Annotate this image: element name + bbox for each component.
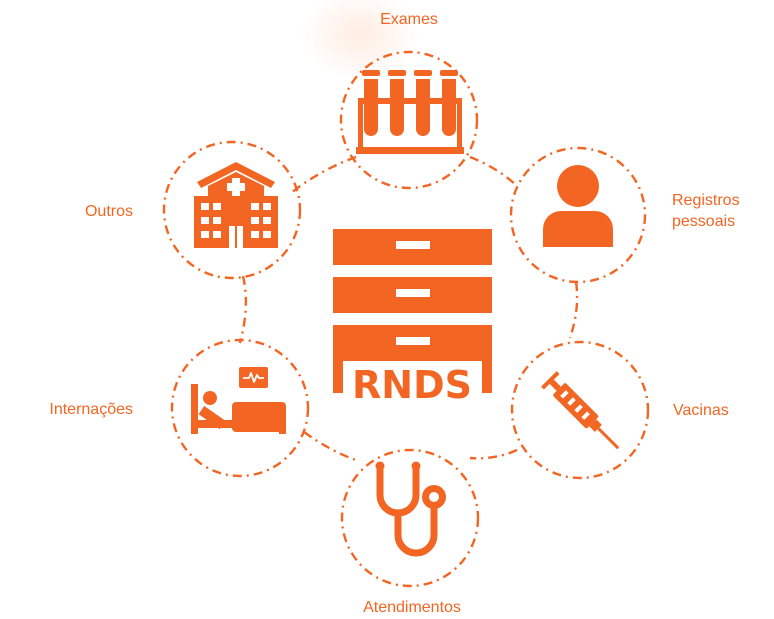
hospital-bed-icon [191, 367, 286, 434]
node-label-internacoes: Internações [49, 401, 133, 418]
node-ring-internacoes [170, 338, 310, 478]
person-icon [543, 165, 613, 247]
background-glow [300, 0, 420, 80]
stethoscope-icon [375, 461, 446, 557]
node-label-exames: Exames [380, 11, 438, 28]
node-ring-registros [509, 146, 647, 284]
link-outros-exames [290, 155, 357, 194]
link-outros-internacoes [238, 275, 248, 344]
node-label-registros-line2: pessoais [672, 213, 736, 230]
node-label-atendimentos: Atendimentos [363, 599, 461, 616]
node-label-registros-line1: Registros [672, 192, 740, 209]
link-vacinas-atendimentos [469, 448, 518, 460]
hospital-building-icon [194, 162, 278, 248]
link-internacoes-atendimentos [303, 431, 357, 462]
link-exames-registros [469, 155, 518, 187]
filing-cabinet-icon [333, 229, 492, 393]
node-label-vacinas: Vacinas [673, 402, 729, 419]
node-label-outros: Outros [84, 203, 133, 220]
node-ring-vacinas [510, 340, 650, 480]
link-registros-vacinas [568, 281, 579, 339]
node-label-registros: Registros pessoais [672, 190, 740, 232]
node-ring-atendimentos [340, 448, 480, 588]
test-tubes-icon [356, 70, 464, 154]
node-ring-outros [162, 140, 302, 280]
node-ring-exames [339, 50, 479, 190]
center-label: RNDS [352, 363, 472, 407]
syringe-icon [541, 371, 620, 450]
